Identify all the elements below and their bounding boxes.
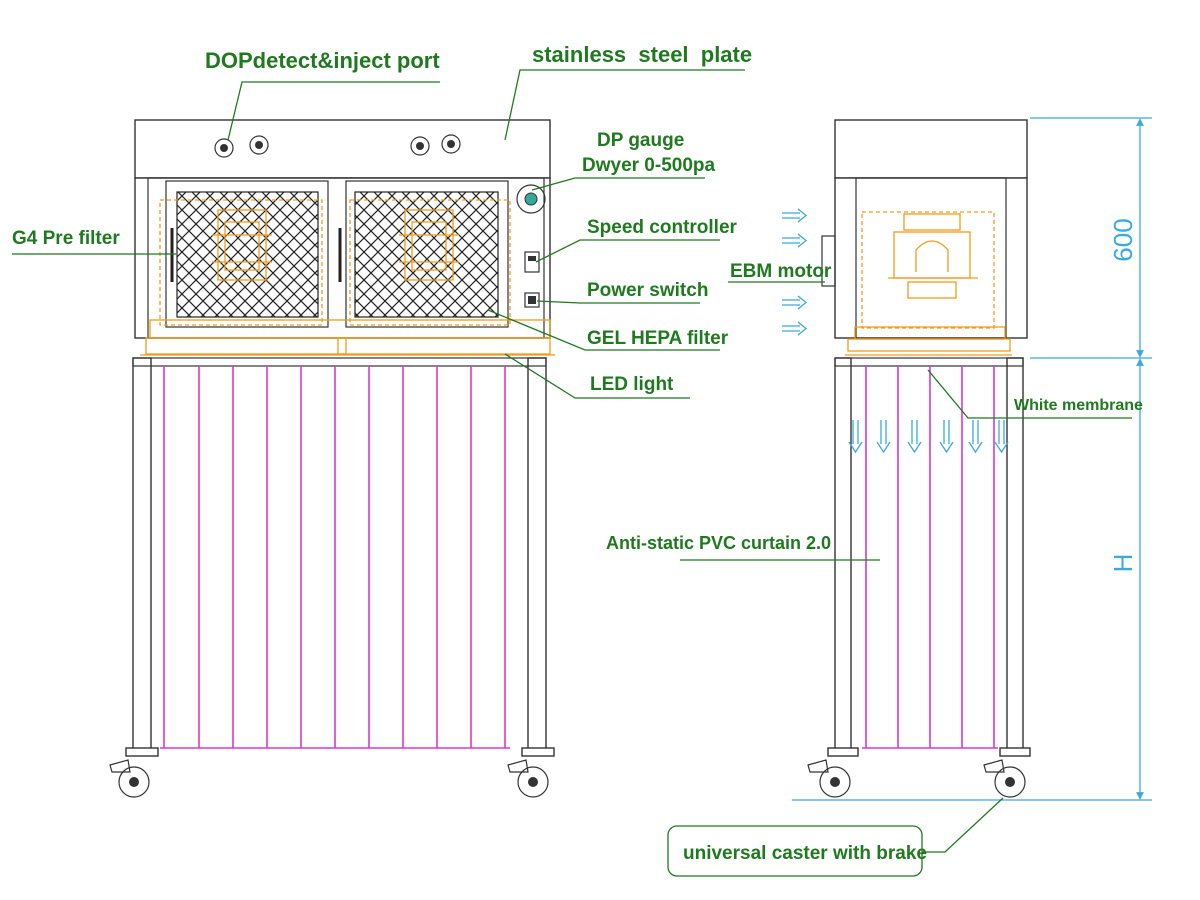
side-filter-housing: [834, 177, 1028, 339]
front-top-housing: [134, 119, 551, 179]
label-dop-port: DOPdetect&inject port: [205, 48, 440, 73]
front-motor-outline: [159, 199, 511, 326]
label-speed-controller: Speed controller: [587, 217, 738, 238]
label-g4-pre-filter: G4 Pre filter: [12, 228, 120, 249]
side-top-housing: [834, 119, 1028, 179]
caster-label-box: [667, 825, 923, 877]
speed-controller-icon: [524, 251, 540, 273]
airflow-in-arrows-icon: [782, 208, 808, 336]
power-switch-icon: [524, 292, 540, 308]
leader-lines: [12, 69, 1132, 877]
front-caster-right-icon: [507, 747, 555, 798]
side-handle: [821, 235, 836, 287]
label-power-switch: Power switch: [587, 280, 708, 301]
label-dp-gauge: DP gauge: [597, 130, 684, 151]
side-left-leg: [834, 357, 852, 751]
ebm-motor-icon: [861, 211, 995, 329]
front-left-leg: [132, 357, 152, 751]
dop-port-icon: [214, 134, 461, 158]
label-dp-gauge-model: Dwyer 0-500pa: [582, 155, 716, 176]
side-pvc-curtain: [862, 366, 998, 749]
label-pvc-curtain: Anti-static PVC curtain 2.0: [606, 533, 831, 553]
side-caster-left-icon: [807, 747, 859, 798]
dimension-top-height: 600: [1108, 218, 1138, 261]
label-led-light: LED light: [590, 374, 674, 395]
dp-gauge-icon: [516, 184, 546, 214]
side-right-leg: [1006, 357, 1024, 751]
label-white-membrane: White membrane: [1014, 397, 1143, 414]
label-caster: universal caster with brake: [683, 843, 927, 864]
dimension-lines: [792, 117, 1152, 801]
label-gel-hepa-filter: GEL HEPA filter: [587, 328, 729, 349]
g4-pre-filter-right: [345, 180, 509, 328]
label-ebm-motor: EBM motor: [730, 261, 832, 282]
side-view: 600 H: [782, 117, 1152, 801]
front-hepa-frame: [140, 319, 555, 356]
side-caster-right-icon: [983, 747, 1031, 798]
airflow-down-arrows-icon: [848, 420, 1009, 454]
label-stainless-steel-plate: stainless steel plate: [532, 42, 752, 67]
front-right-leg: [527, 357, 547, 751]
dimension-bottom-height: H: [1108, 554, 1138, 573]
front-view: [109, 119, 555, 798]
front-pvc-curtain: [160, 366, 510, 749]
front-caster-left-icon: [109, 747, 159, 798]
